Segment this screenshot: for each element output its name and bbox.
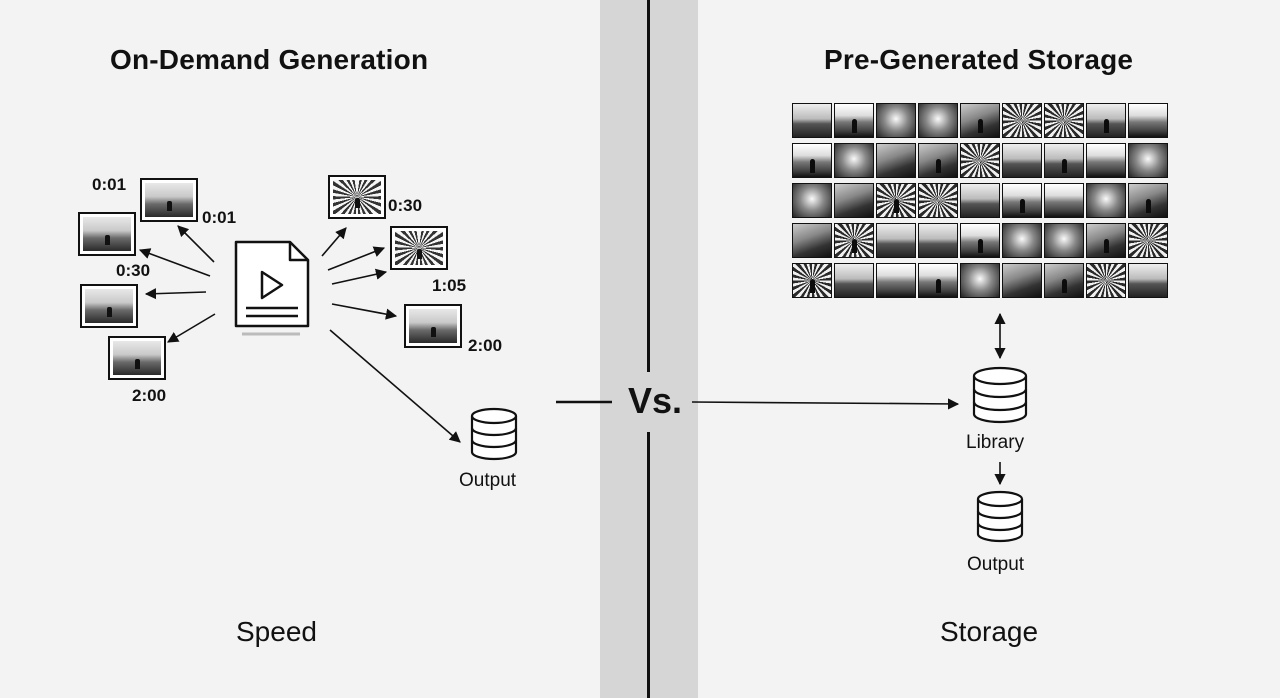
library-thumbnail: [834, 103, 874, 138]
timestamp: 0:30: [116, 261, 151, 280]
library-thumbnail: [792, 103, 832, 138]
library-database-icon: [972, 366, 1028, 424]
timestamp: 0:01: [92, 175, 127, 194]
library-thumbnail: [834, 183, 874, 218]
library-thumbnail: [1044, 223, 1084, 258]
library-thumbnail: [1086, 223, 1126, 258]
library-thumbnail: [1086, 103, 1126, 138]
library-thumbnail: [1086, 263, 1126, 298]
library-thumbnail: [834, 263, 874, 298]
right-title: Pre-Generated Storage: [824, 44, 1134, 75]
output-database-icon: [470, 407, 518, 461]
vs-label: Vs.: [626, 380, 685, 422]
arrow: [177, 225, 215, 263]
library-thumbnail: [1128, 103, 1168, 138]
divider-line: [647, 432, 650, 698]
library-label: Library: [966, 432, 1025, 453]
arrow: [331, 268, 388, 285]
library-thumbnail: [1002, 263, 1042, 298]
arrow: [329, 329, 461, 443]
video-thumbnail: [390, 226, 448, 270]
video-thumbnail: [328, 175, 386, 219]
library-thumbnail: [1086, 183, 1126, 218]
arrow: [327, 246, 386, 271]
output-database-icon: [976, 490, 1024, 543]
video-file-icon: [234, 240, 310, 336]
timestamp: 1:05: [432, 276, 467, 295]
output-label: Output: [967, 554, 1025, 575]
library-thumbnail: [876, 103, 916, 138]
library-thumbnail: [1002, 143, 1042, 178]
library-thumbnail: [1002, 223, 1042, 258]
library-thumbnail: [1002, 183, 1042, 218]
video-thumbnail: [78, 212, 136, 256]
library-thumbnail: [876, 263, 916, 298]
speed-label: Speed: [236, 616, 317, 647]
timestamp: 0:01: [202, 208, 237, 227]
arrow: [167, 313, 216, 343]
timestamp: 2:00: [468, 336, 503, 355]
video-thumbnail: [80, 284, 138, 328]
left-title: On-Demand Generation: [110, 44, 429, 75]
arrow: [144, 288, 207, 300]
library-thumbnail: [792, 183, 832, 218]
library-thumbnail: [876, 223, 916, 258]
library-thumbnail: [834, 143, 874, 178]
library-thumbnail: [792, 223, 832, 258]
library-thumbnail: [876, 183, 916, 218]
video-thumbnail: [140, 178, 198, 222]
timestamp: 2:00: [132, 386, 167, 405]
library-thumbnail: [1044, 143, 1084, 178]
arrow: [321, 227, 347, 257]
library-thumbnail: [1044, 103, 1084, 138]
library-thumbnail: [960, 103, 1000, 138]
video-thumbnail: [108, 336, 166, 380]
library-thumbnail: [792, 263, 832, 298]
left-arrows: [138, 225, 461, 443]
library-thumbnail: [1128, 183, 1168, 218]
output-label: Output: [459, 470, 517, 491]
library-thumbnail: [1086, 143, 1126, 178]
library-thumbnail: [1128, 263, 1168, 298]
divider-line: [647, 0, 650, 372]
library-thumbnail: [960, 183, 1000, 218]
library-thumbnail: [960, 143, 1000, 178]
library-thumbnail: [1044, 183, 1084, 218]
arrow: [138, 248, 211, 277]
vs-connector-arrow: [691, 398, 960, 410]
library-thumbnail: [792, 143, 832, 178]
library-thumbnail: [960, 263, 1000, 298]
library-thumbnail: [960, 223, 1000, 258]
video-library-grid: [792, 103, 1168, 298]
timestamp: 0:30: [388, 196, 423, 215]
library-thumbnail: [1128, 143, 1168, 178]
storage-label: Storage: [940, 616, 1039, 647]
library-thumbnail: [1044, 263, 1084, 298]
library-thumbnail: [918, 223, 958, 258]
library-thumbnail: [918, 263, 958, 298]
library-thumbnail: [1128, 223, 1168, 258]
library-thumbnail: [1002, 103, 1042, 138]
video-thumbnail: [404, 304, 462, 348]
library-thumbnail: [834, 223, 874, 258]
library-thumbnail: [918, 183, 958, 218]
left-panel: [0, 0, 600, 698]
library-thumbnail: [918, 143, 958, 178]
library-thumbnail: [876, 143, 916, 178]
arrow: [331, 303, 398, 320]
library-thumbnail: [918, 103, 958, 138]
